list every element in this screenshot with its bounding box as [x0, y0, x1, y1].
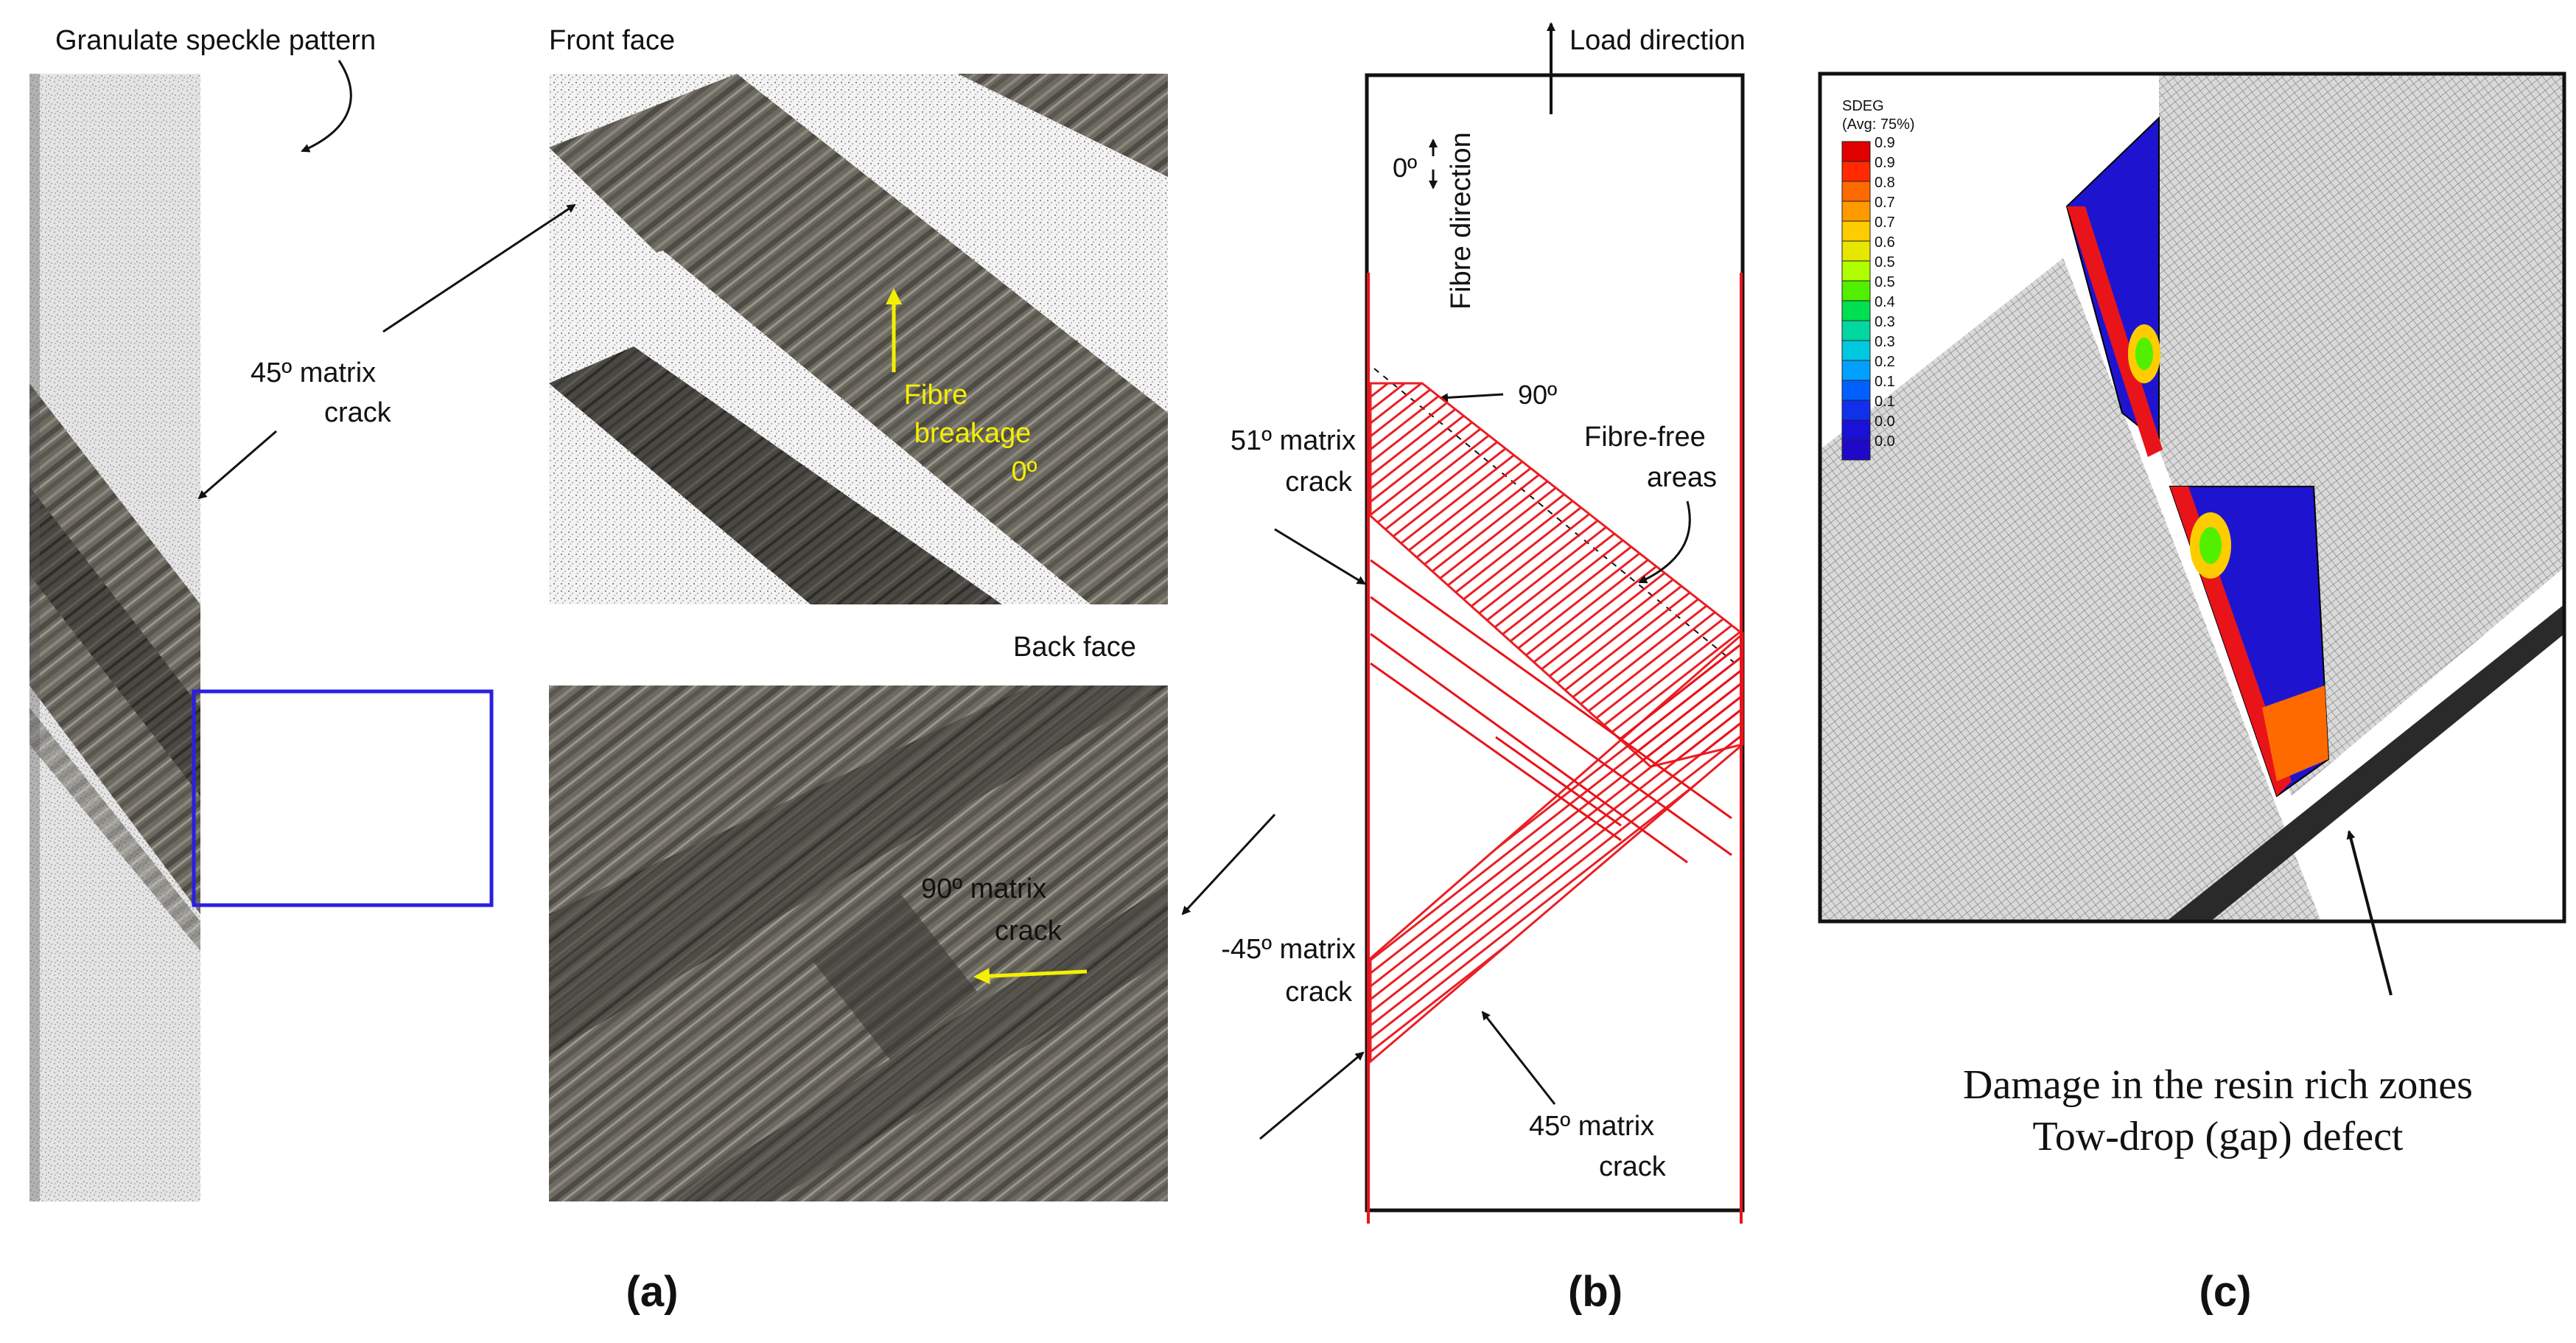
mneg45-arrow-top	[1181, 813, 1276, 915]
legend-tick-label: 0.1	[1875, 394, 1895, 410]
load-direction-label: Load direction	[1569, 25, 1746, 56]
legend-swatch	[1841, 240, 1871, 262]
m45-label-2: crack	[1599, 1151, 1667, 1182]
legend-title-1: SDEG	[1842, 98, 1884, 114]
speckle-label: Granulate speckle pattern	[55, 25, 376, 56]
fibre-free-label-1: Fibre-free	[1584, 422, 1706, 453]
legend-tick-label: 0.3	[1875, 314, 1895, 330]
matrix45-label-2: crack	[324, 397, 392, 428]
m45-label-1: 45º matrix	[1529, 1111, 1654, 1142]
zero-deg-label: 0º	[1393, 153, 1417, 183]
legend-swatch	[1841, 280, 1871, 301]
fibre-label-2: breakage	[914, 418, 1031, 449]
mneg45-label-1: -45º matrix	[1221, 934, 1356, 965]
legend-swatch	[1841, 141, 1871, 162]
fe-model	[1820, 74, 2564, 921]
m51-arrow	[1274, 528, 1366, 585]
fibre-label-1: Fibre	[904, 380, 968, 411]
tow-drop-arrow	[2346, 830, 2393, 996]
matrix45-arrow-front	[382, 203, 576, 333]
back-face-label: Back face	[1013, 632, 1136, 663]
legend-swatch	[1841, 419, 1871, 441]
front-face-label: Front face	[549, 25, 675, 56]
legend-tick-label: 0.4	[1875, 294, 1895, 310]
legend-tick-label: 0.2	[1875, 354, 1895, 370]
matrix90-label-2: crack	[995, 915, 1063, 946]
mneg45-arrow-bottom	[1259, 1051, 1365, 1140]
legend-swatch	[1841, 439, 1871, 461]
matrix45-label-1: 45º matrix	[251, 357, 376, 388]
speckle-arrow	[301, 60, 352, 153]
caption-b: (b)	[1568, 1268, 1623, 1316]
legend-tick-label: 0.9	[1875, 155, 1895, 171]
legend-swatch	[1841, 161, 1871, 182]
detail-box	[192, 689, 494, 907]
sdeg-legend: SDEG (Avg: 75%) 0.9 0.9 0.8 0.7 0.7 0.6 0.5 0.5…	[1841, 98, 1915, 461]
m45-arrow	[1481, 1011, 1556, 1105]
legend-tick-label: 0.3	[1875, 334, 1895, 350]
m51-label-2: crack	[1285, 467, 1353, 498]
legend-swatch	[1841, 320, 1871, 341]
legend-swatch	[1841, 200, 1871, 222]
legend-swatch	[1841, 300, 1871, 321]
ninety-deg-label: 90º	[1518, 380, 1557, 410]
ninety-deg-arrow	[1439, 393, 1504, 402]
legend-tick-label: 0.7	[1875, 195, 1895, 211]
legend-swatch	[1841, 181, 1871, 202]
panel-c: SDEG (Avg: 75%) 0.9 0.9 0.8 0.7 0.7 0.6 0.5 0.5…	[1818, 71, 2566, 1316]
damage-caption-2: Tow-drop (gap) defect	[2033, 1114, 2404, 1159]
legend-swatch	[1841, 220, 1871, 242]
fe-frame	[1818, 71, 2566, 924]
matrix45-arrow-strip	[197, 430, 277, 500]
legend-swatch	[1841, 400, 1871, 421]
legend-swatch	[1841, 260, 1871, 282]
matrix90-arrow	[973, 968, 1088, 985]
legend-tick-label: 0.7	[1875, 214, 1895, 231]
caption-a: (a)	[626, 1268, 679, 1316]
legend-tick-label: 0.6	[1875, 234, 1895, 251]
legend-swatch	[1841, 380, 1871, 401]
back-face-photo	[549, 686, 1168, 1201]
specimen-photo	[29, 74, 200, 1201]
fibre-label-3: 0º	[1011, 456, 1037, 487]
fibre-direction-label: Fibre direction	[1446, 132, 1477, 310]
legend-tick-label: 0.8	[1875, 175, 1895, 191]
front-face-photo	[549, 74, 1168, 604]
damage-caption-1: Damage in the resin rich zones	[1963, 1062, 2473, 1108]
legend-tick-label: 0.0	[1875, 433, 1895, 450]
legend-tick-label: 0.5	[1875, 254, 1895, 271]
fibre-free-label-2: areas	[1647, 462, 1717, 493]
fibre-free-arrow	[1638, 500, 1691, 584]
legend-swatch	[1841, 340, 1871, 361]
panel-b: Load direction 0º Fibre direction 90º Fi…	[1181, 22, 1746, 1316]
legend-title-2: (Avg: 75%)	[1842, 116, 1915, 133]
matrix90-label-1: 90º matrix	[921, 873, 1046, 904]
caption-c: (c)	[2199, 1268, 2252, 1316]
m51-label-1: 51º matrix	[1231, 425, 1356, 456]
legend-swatch	[1841, 360, 1871, 381]
panel-a: Granulate speckle pattern 45º matrix cra…	[29, 25, 1168, 1316]
legend-tick-label: 0.5	[1875, 274, 1895, 290]
legend-tick-label: 0.1	[1875, 374, 1895, 390]
legend-tick-label: 0.0	[1875, 414, 1895, 430]
mneg45-label-2: crack	[1285, 977, 1353, 1008]
crack-damage	[1369, 382, 1744, 1064]
legend-tick-label: 0.9	[1875, 135, 1895, 151]
